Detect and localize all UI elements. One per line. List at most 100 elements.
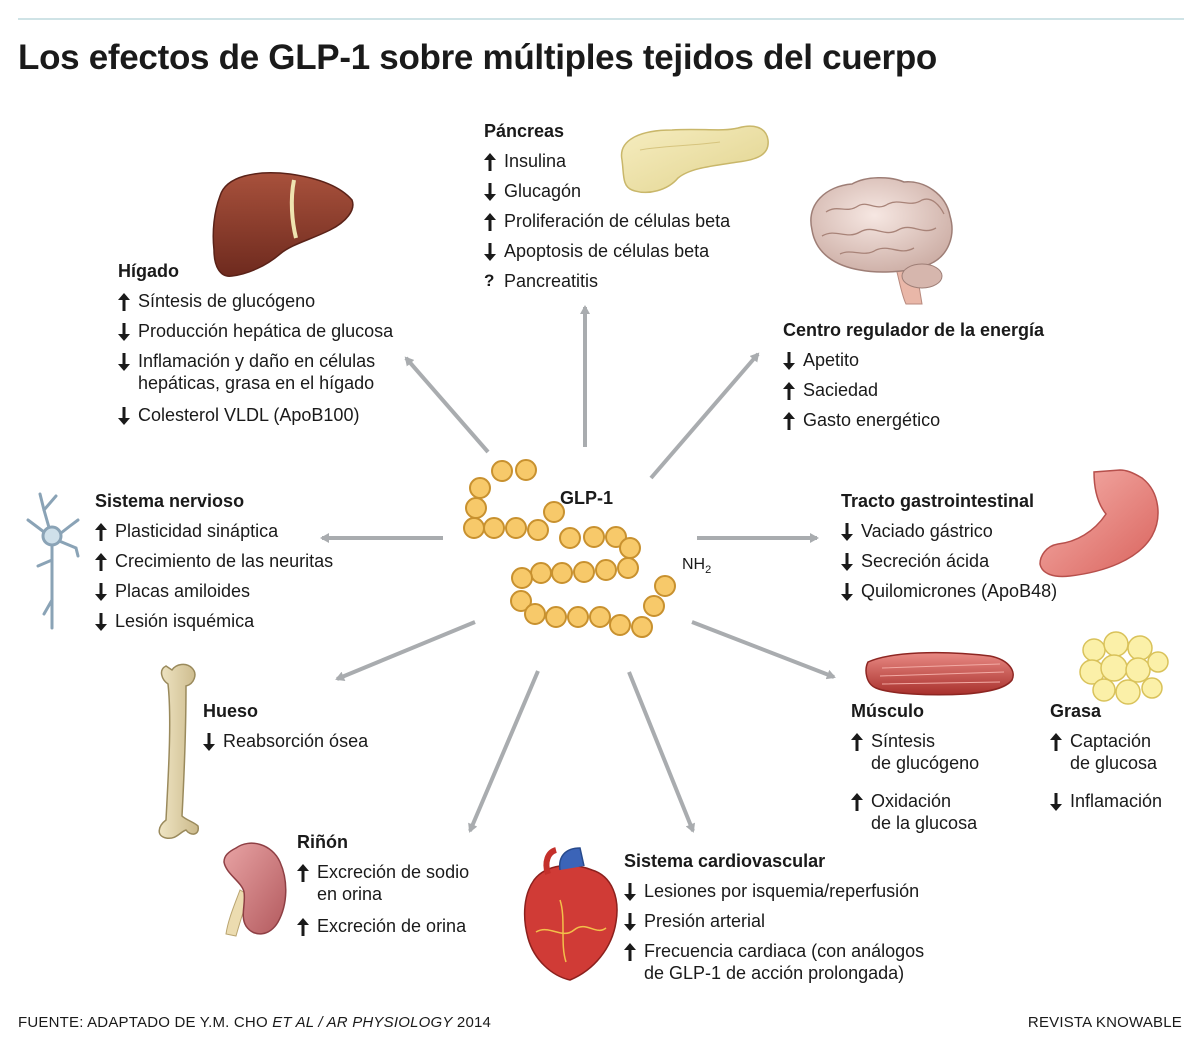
fat-cell [1082, 638, 1106, 662]
effect-label-continued: hepáticas, grasa en el hígado [138, 373, 375, 393]
amino-acid-bead [527, 519, 549, 541]
effect-label: Pancreatitis [504, 271, 599, 291]
effect-text: Vaciado gástrico [861, 516, 993, 546]
glp1-peptide-chain [463, 459, 676, 638]
effect-item: Lesiones por isquemia/reperfusión [624, 876, 924, 906]
amino-acid-bead [654, 575, 676, 597]
effect-text: Pancreatitis [504, 266, 598, 296]
arrow-down-icon [1050, 786, 1070, 811]
effect-label: Placas amiloides [115, 581, 251, 601]
effect-text: Insulina [504, 146, 566, 176]
effect-label: Crecimiento de las neuritas [115, 551, 334, 571]
effect-text: Reabsorción ósea [223, 726, 368, 756]
arrow-to-liver [404, 356, 490, 454]
amino-acid-bead [465, 497, 487, 519]
effect-text: Placas amiloides [115, 576, 250, 606]
effect-item: Producción hepática de glucosa [118, 316, 393, 346]
arrow-up-icon [783, 375, 803, 400]
effect-text: Crecimiento de las neuritas [115, 546, 333, 576]
amino-acid-bead [609, 614, 631, 636]
fat-cell [1125, 657, 1151, 683]
arrow-down-icon [484, 236, 504, 261]
tissue-heading: Hígado [118, 261, 179, 281]
arrow-down-icon [118, 316, 138, 341]
arrow-up-icon [484, 146, 504, 171]
effect-label: Lesiones por isquemia/reperfusión [644, 881, 920, 901]
arrow-down-icon [841, 576, 861, 601]
arrow-up-icon [297, 857, 317, 882]
effect-item: Placas amiloides [95, 576, 333, 606]
effect-label: Producción hepática de glucosa [138, 321, 394, 341]
arrow-up-icon [118, 286, 138, 311]
arrow-down-icon [783, 345, 803, 370]
amino-acid-bead [619, 537, 641, 559]
amino-acid-bead [631, 616, 653, 638]
effect-label: Proliferación de células beta [504, 211, 731, 231]
effect-text: Saciedad [803, 375, 878, 405]
arrow-down-icon [95, 576, 115, 601]
effect-item: Apetito [783, 345, 1044, 375]
neuron-illustration [26, 492, 80, 630]
amino-acid-bead [463, 517, 485, 539]
effect-label-continued: en orina [317, 884, 383, 904]
effect-text: Plasticidad sináptica [115, 516, 278, 546]
effect-item: Gasto energético [783, 405, 1044, 435]
effect-item: Excreción de orina [297, 911, 469, 941]
effect-text: Lesión isquémica [115, 606, 254, 636]
effect-item: Reabsorción ósea [203, 726, 368, 756]
liver-illustration [212, 172, 354, 277]
effect-item: Presión arterial [624, 906, 924, 936]
amino-acid-bead [510, 590, 532, 612]
top-rule [18, 18, 1184, 20]
amino-acid-bead [589, 606, 611, 628]
effect-label: Síntesis [871, 731, 936, 751]
arrow-to-bone [335, 620, 476, 681]
arrow-down-icon [484, 176, 504, 201]
effect-label: Captación [1070, 731, 1152, 751]
effect-item: Plasticidad sináptica [95, 516, 333, 546]
effect-label: Apetito [803, 350, 860, 370]
arrow-down-icon [841, 546, 861, 571]
effect-item: Proliferación de células beta [484, 206, 730, 236]
effect-text: Apoptosis de células beta [504, 236, 709, 266]
credit-note: REVISTA KNOWABLE [1027, 1014, 1182, 1031]
arrow-up-icon [851, 786, 871, 811]
effect-item: Apoptosis de células beta [484, 236, 730, 266]
effect-label: Reabsorción ósea [223, 731, 369, 751]
fat-cell [1103, 631, 1129, 657]
tissue-heading: Tracto gastrointestinal [841, 491, 1035, 511]
effect-item: Inflamación [1050, 786, 1162, 816]
effect-label: Lesión isquémica [115, 611, 255, 631]
uncertain-icon: ? [484, 271, 495, 290]
effect-label: Secreción ácida [861, 551, 990, 571]
arrow-to-muscle [691, 620, 836, 680]
effect-label: Inflamación [1070, 791, 1163, 811]
effect-text: Inflamación [1070, 786, 1162, 816]
effect-label-continued: de glucógeno [871, 753, 980, 773]
tissue-heading: Riñón [297, 832, 348, 852]
effect-label: Frecuencia cardiaca (con análogos [644, 941, 925, 961]
effect-item: Crecimiento de las neuritas [95, 546, 333, 576]
effect-text: Síntesis de glucógeno [138, 286, 315, 316]
amino-acid-bead [573, 561, 595, 583]
amino-acid-bead [567, 606, 589, 628]
arrow-down-icon [118, 346, 138, 371]
effect-label-continued: de la glucosa [871, 813, 978, 833]
arrow-up-icon [95, 516, 115, 541]
effect-label: Excreción de sodio [317, 862, 470, 882]
effect-label: Oxidación [871, 791, 952, 811]
amino-acid-bead [491, 460, 513, 482]
arrow-to-brain [649, 352, 760, 480]
effect-text: Proliferación de células beta [504, 206, 730, 236]
amino-acid-bead [483, 517, 505, 539]
tissue-heading: Músculo [851, 701, 925, 721]
effect-label: Excreción de orina [317, 916, 467, 936]
